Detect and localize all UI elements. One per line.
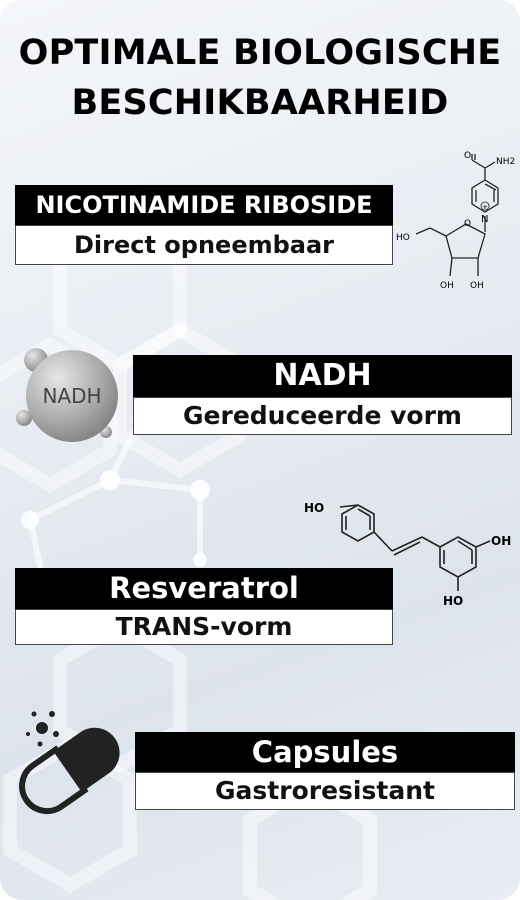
item-heading: Resveratrol	[15, 568, 393, 609]
item-subtitle: TRANS-vorm	[15, 609, 393, 645]
nr-ring-o-label: O	[464, 219, 471, 229]
nicotinamide-riboside-box: NICOTINAMIDE RIBOSIDE Direct opneembaar	[15, 185, 393, 265]
resveratrol-structure-icon: HO OH HO	[304, 501, 511, 608]
nr-ho-label: HO	[396, 233, 410, 243]
nadh-box: NADH Gereduceerde vorm	[133, 355, 512, 435]
nr-n-label: N	[481, 214, 488, 225]
item-subtitle: Gastroresistant	[135, 772, 515, 810]
capsules-box: Capsules Gastroresistant	[135, 732, 515, 810]
res-ho-label-2: HO	[443, 594, 463, 608]
capsule-icon	[19, 711, 120, 815]
nicotinamide-riboside-structure-icon: O NH2 N + O HO OH OH	[396, 151, 515, 291]
item-subtitle: Direct opneembaar	[15, 225, 393, 265]
resveratrol-box: Resveratrol TRANS-vorm	[15, 568, 393, 645]
nr-oh-label-1: OH	[440, 281, 454, 291]
item-heading: NICOTINAMIDE RIBOSIDE	[15, 185, 393, 225]
page-title: OPTIMALE BIOLOGISCHE BESCHIKBAARHEID	[0, 28, 520, 128]
nr-nh2-label: NH2	[496, 157, 515, 167]
item-heading: NADH	[133, 355, 512, 397]
nr-oh-label-2: OH	[470, 281, 484, 291]
res-oh-label: OH	[491, 534, 511, 548]
item-heading: Capsules	[135, 732, 515, 772]
nadh-sphere-icon: NADH	[16, 348, 118, 442]
item-subtitle: Gereduceerde vorm	[133, 397, 512, 435]
nadh-sphere-label: NADH	[42, 384, 101, 408]
nr-o-label: O	[464, 151, 471, 161]
title-line-1: OPTIMALE BIOLOGISCHE	[18, 33, 502, 73]
res-ho-label-1: HO	[304, 501, 324, 515]
nr-charge-label: +	[482, 203, 488, 211]
title-line-2: BESCHIKBAARHEID	[71, 83, 449, 123]
